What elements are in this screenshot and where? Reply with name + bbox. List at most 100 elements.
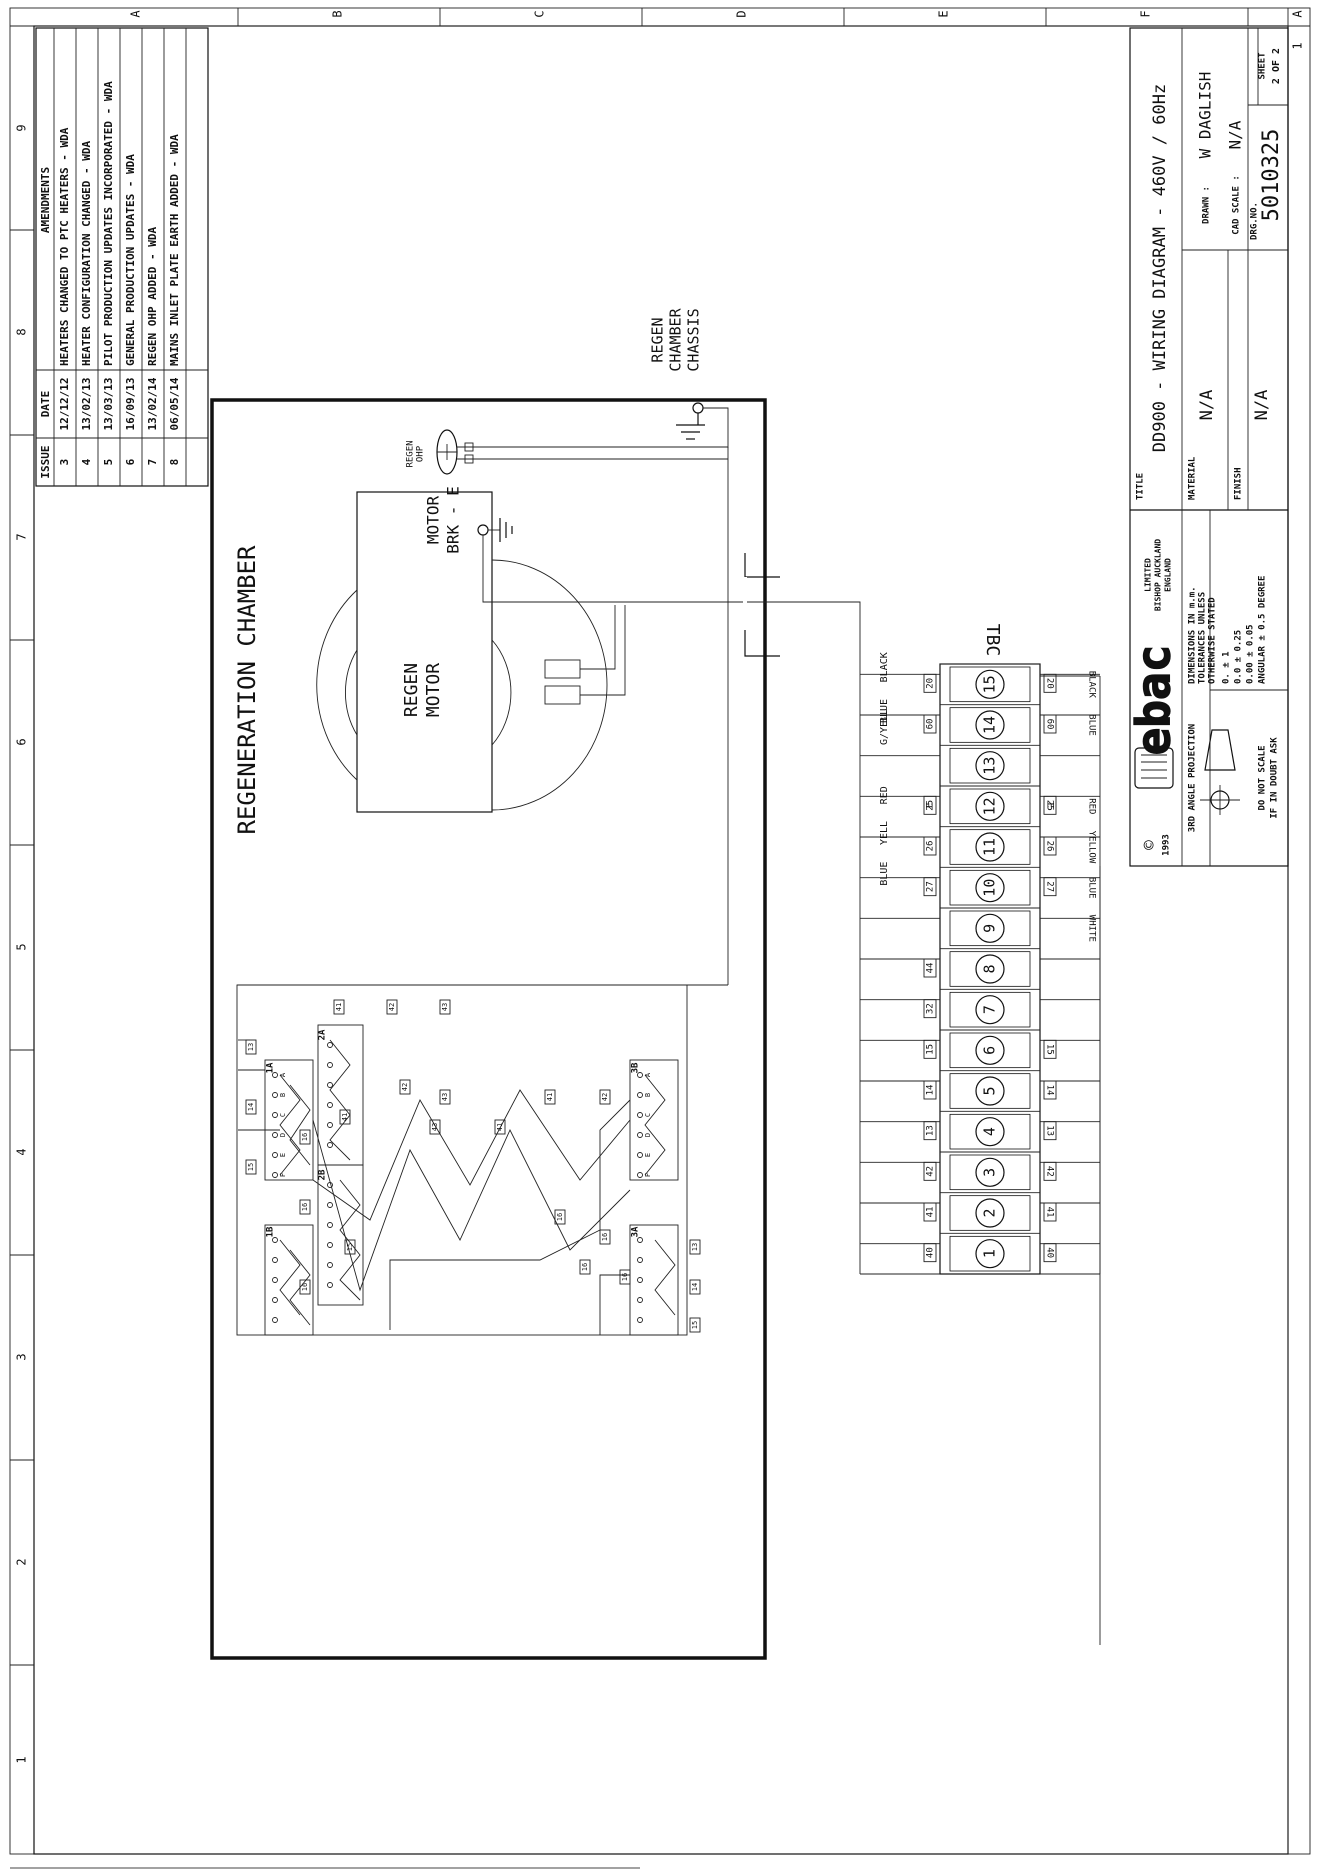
wire-tag: 42	[388, 1003, 396, 1011]
ohp-label-line: REGEN	[406, 440, 416, 467]
amendment-text: HEATER CONFIGURATION CHANGED - WDA	[80, 140, 93, 366]
material-label: MATERIAL	[1188, 456, 1198, 500]
scale-note-line: IF IN DOUBT ASK	[1270, 737, 1280, 819]
terminal-number: 9	[981, 924, 999, 933]
wire-tag: 43	[441, 1093, 449, 1101]
terminal-right-tag-box	[1043, 1080, 1057, 1100]
terminal-right-colour: BLACK	[1087, 671, 1097, 699]
grid-letter: D	[735, 10, 749, 17]
chassis-earth: REGEN CHAMBER CHASSIS	[649, 307, 729, 448]
amendment-issue: 7	[146, 459, 159, 466]
terminal-right-tag-box	[1043, 714, 1057, 734]
terminal-circle	[975, 954, 1005, 984]
wire-tag: 42	[401, 1083, 409, 1091]
pin-letter: C	[644, 1113, 652, 1117]
pin-letter: D	[279, 1133, 287, 1137]
grid-number: 1	[15, 1756, 29, 1763]
company-logotype: ebac	[1127, 645, 1181, 756]
chassis-label-line: REGEN	[649, 317, 667, 362]
terminal-circle	[975, 873, 1005, 903]
terminal-number: 6	[981, 1046, 999, 1055]
terminal-circle	[975, 669, 1005, 699]
amendment-issue: 5	[102, 459, 115, 466]
wire-tag: 15	[691, 1321, 699, 1329]
grid-number: 2	[15, 1558, 29, 1565]
cable-glands	[743, 553, 780, 657]
terminal-right-tag: 27	[1045, 881, 1055, 892]
heater-pin-letters: A B C D E F A B C D E F	[279, 1072, 652, 1177]
terminal-left-tag-box	[923, 1243, 937, 1263]
wire-tag: 14	[691, 1283, 699, 1291]
terminal-cell	[949, 707, 1031, 743]
wire-tag: 41	[341, 1113, 349, 1121]
terminal-number: 2	[981, 1208, 999, 1217]
terminal-cell	[949, 951, 1031, 987]
terminal-cell	[949, 747, 1031, 784]
terminal-right-tag-box	[1043, 836, 1057, 856]
terminal-left-colour: RED	[879, 786, 890, 804]
title-label: TITLE	[1136, 473, 1146, 500]
grid-letter: B	[331, 10, 345, 17]
terminal-right-tag: 15	[1045, 1044, 1055, 1055]
terminal-right-colour: BLUE	[1087, 877, 1097, 899]
terminal-right-colour: BLUE	[1087, 714, 1097, 736]
heater-block-id: 3B	[631, 1062, 641, 1073]
pin-letter: F	[644, 1173, 652, 1177]
terminal-circle	[975, 832, 1005, 862]
sheet-label: SHEET	[1258, 52, 1268, 80]
heater-block-id: 2A	[318, 1029, 328, 1040]
terminal-right-tag-box	[1043, 877, 1057, 897]
terminal-left-tag-box	[923, 1202, 937, 1222]
terminal-number: 10	[981, 879, 999, 897]
terminal-left-tag: 25	[926, 800, 936, 811]
grid-number: 8	[15, 328, 29, 335]
terminal-number: 5	[981, 1086, 999, 1095]
terminal-7: 732	[860, 988, 1100, 1028]
terminal-cell	[949, 1235, 1031, 1272]
terminal-circle	[975, 1239, 1005, 1269]
regen-ohp: REGEN OHP	[406, 429, 728, 475]
terminal-left-tag: 26	[926, 841, 936, 852]
grid-number: 6	[15, 738, 29, 745]
amendments-col-date: DATE	[39, 391, 52, 418]
pin-letter: A	[644, 1072, 652, 1077]
amendment-issue: 3	[58, 459, 71, 466]
terminal-circle	[975, 1035, 1005, 1065]
terminal-number: 1	[981, 1249, 999, 1258]
sheet-value: 2 OF 2	[1271, 48, 1282, 84]
wire-tag: 16	[601, 1233, 609, 1241]
copyright-symbol: ©	[1140, 840, 1159, 850]
finish-value: N/A	[1252, 390, 1272, 421]
company-line: BISHOP AUCKLAND	[1154, 539, 1163, 611]
amendment-text: GENERAL PRODUCTION UPDATES - WDA	[124, 154, 137, 366]
terminal-left-tag: 20	[926, 678, 936, 689]
heater-block-id: 1B	[266, 1226, 276, 1237]
terminal-cell	[949, 829, 1031, 865]
heater-block-2A	[317, 1024, 364, 1166]
terminal-left-tag-box	[923, 714, 937, 734]
amendment-text: MAINS INLET PLATE EARTH ADDED - WDA	[168, 134, 181, 366]
terminal-circle	[975, 1076, 1005, 1106]
terminal-left-tag: 14	[926, 1085, 936, 1096]
drawn-value: W DAGLISH	[1196, 72, 1215, 159]
terminal-number: 4	[981, 1127, 999, 1136]
dimensions-line: DIMENSIONS IN m.m.	[1188, 586, 1198, 684]
terminal-circle	[975, 1198, 1005, 1228]
tolerance-line: 0. ± 1	[1222, 651, 1232, 684]
amendment-issue: 4	[80, 458, 93, 465]
dimensions-line: OTHERWISE STATED	[1208, 597, 1218, 684]
terminal-right-tag: 41	[1045, 1207, 1055, 1218]
wire-tag: 16	[581, 1263, 589, 1271]
wire-tag: 13	[247, 1043, 255, 1051]
drawing-border	[9, 7, 1311, 1869]
feed-wires	[237, 447, 729, 986]
heater-block-id: 2B	[318, 1169, 328, 1180]
heater-arrangement: 1A 1B 2A 2B 3A 3B	[236, 984, 701, 1336]
terminal-right-colour: WHITE	[1087, 915, 1097, 942]
